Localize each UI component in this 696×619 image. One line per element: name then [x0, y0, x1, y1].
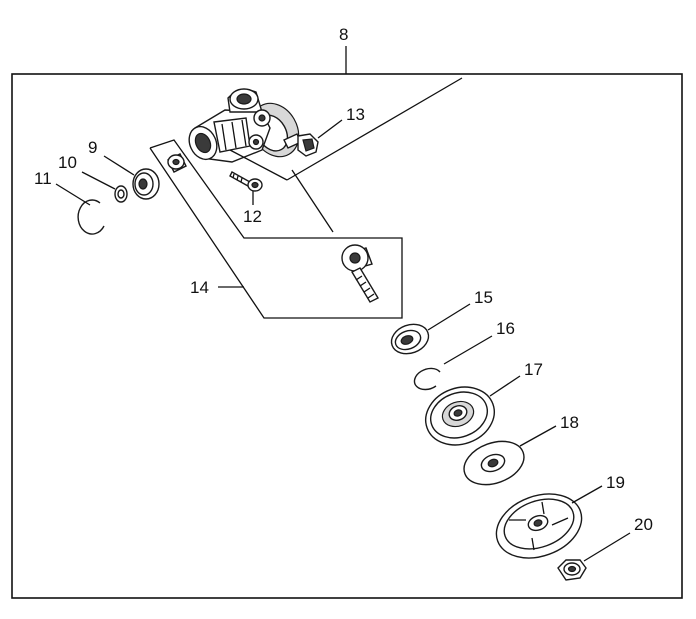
protector-19	[495, 493, 583, 559]
callout-18: 18	[560, 413, 579, 432]
leader-11	[55, 183, 91, 206]
leader-20	[583, 532, 631, 562]
leader-13	[317, 119, 343, 139]
bearing-9	[132, 168, 160, 200]
bracket-14	[149, 139, 403, 319]
washer-18	[463, 440, 525, 486]
callout-16: 16	[496, 319, 515, 338]
leader-17	[489, 375, 521, 397]
leader-19	[571, 485, 603, 504]
leader-10	[81, 171, 116, 190]
leader-16	[443, 335, 493, 365]
snap-ring-11	[77, 199, 105, 235]
bearing-15	[390, 323, 430, 355]
callout-19: 19	[606, 473, 625, 492]
bolt-13	[283, 133, 319, 157]
callout-17: 17	[524, 360, 543, 379]
assembly-frame	[11, 73, 683, 599]
callout-20: 20	[634, 515, 653, 534]
gear-head-housing	[188, 88, 300, 163]
threaded-bolt-14	[341, 244, 379, 303]
callout-15: 15	[474, 288, 493, 307]
leader-15	[427, 303, 471, 331]
assembly-line-housing-14	[291, 169, 334, 233]
callout-13: 13	[346, 105, 365, 124]
holder-17	[425, 386, 495, 446]
assembly-line-housing-13	[229, 149, 288, 181]
snap-ring-16	[413, 367, 441, 391]
callout-12: 12	[243, 207, 262, 226]
leader-18	[519, 425, 557, 447]
leader-9	[103, 155, 135, 176]
assembly-line-top	[286, 77, 463, 181]
callout-10: 10	[58, 153, 77, 172]
pinion-shaft	[167, 153, 187, 173]
callout-8: 8	[339, 25, 348, 44]
nut-20	[557, 559, 587, 581]
callout-14: 14	[190, 278, 209, 297]
screw-12	[229, 171, 263, 192]
washer-10	[114, 185, 128, 203]
callout-11: 11	[34, 169, 52, 188]
callout-9: 9	[88, 138, 97, 157]
